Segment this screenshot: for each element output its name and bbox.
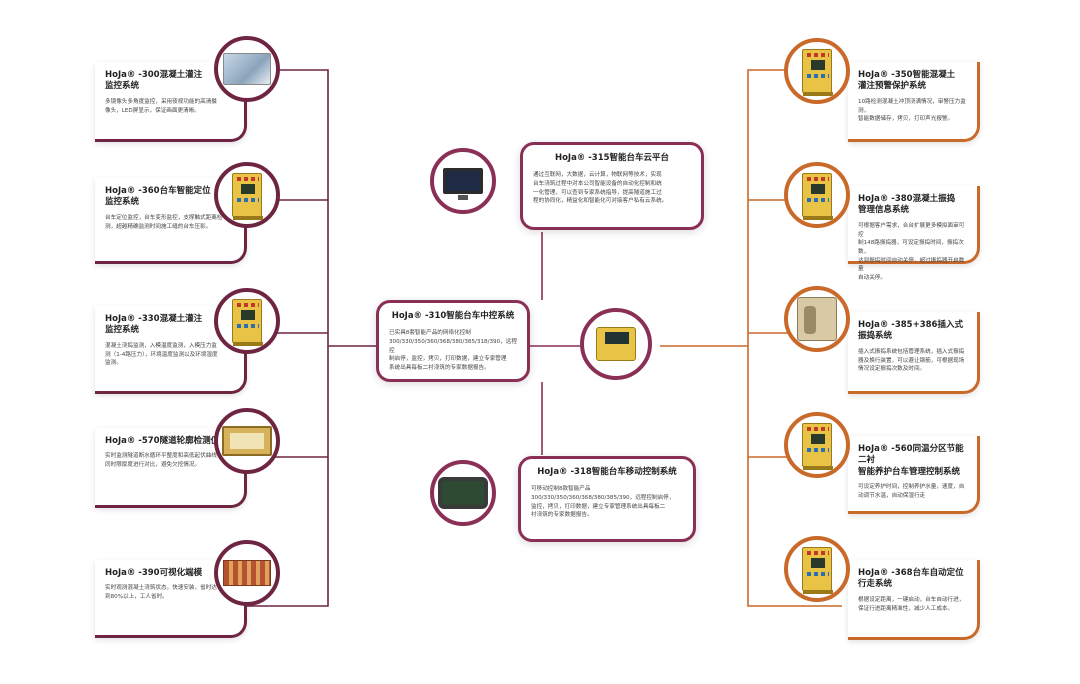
card-desc: 已实具8套智能产品的网络化控制 300/330/350/360/368/380/… — [389, 330, 517, 372]
left-card-3: HoJa® -330混凝土灌注 监控系统 混凝土浇捣监测，入模温度监测，入模压力… — [95, 306, 247, 394]
yellow-cabinet-icon — [784, 38, 850, 104]
control-console-icon — [580, 308, 652, 380]
card-desc: 实时观测混凝土浇筑状态，快速安装，省时达 到80%以上，工人省时。 — [105, 585, 217, 601]
card-title: HoJa® -310智能台车中控系统 — [391, 311, 515, 321]
card-desc: 可设定养护时间，控制养护水量，速度，自 动调节水温，自动保湿行走 — [858, 484, 965, 500]
card-title: HoJa® -315智能台车云平台 — [554, 153, 670, 163]
card-title: HoJa® -350智能混凝土 灌注预警保护系统 — [858, 70, 956, 92]
card-title: HoJa® -390可视化端模 — [105, 568, 203, 578]
card-desc: 混凝土浇捣监测，入模温度监测，入模压力监 测（1-4路压力），环境温度监测以及环… — [105, 342, 218, 367]
card-title: HoJa® -330混凝土灌注 监控系统 — [105, 314, 203, 336]
right-card-3: HoJa® -385+386插入式 振捣系统 插入式振捣系统包括管理系统，插入式… — [848, 312, 980, 394]
formwork-model-icon — [214, 540, 280, 606]
card-desc: 多镜像头多角度监控，采用夜视功能的高清摄 像头，LED屏显示，保证画面更清晰。 — [105, 98, 217, 114]
camera-photo-icon — [214, 36, 280, 102]
card-desc: 通过互联网，大数据，云计算，物联网等技术，实现 台车浇筑过程中对本公司智能设备的… — [533, 172, 668, 205]
card-title: HoJa® -360台车智能定位 监控系统 — [105, 186, 211, 208]
yellow-cabinet-icon — [784, 412, 850, 478]
mobile-control-card: HoJa® -318智能台车移动控制系统 可移动控制8款智能产品 300/330… — [518, 456, 696, 542]
cloud-platform-card: HoJa® -315智能台车云平台 通过互联网，大数据，云计算，物联网等技术，实… — [520, 142, 704, 230]
central-control-card: HoJa® -310智能台车中控系统 已实具8套智能产品的网络化控制 300/3… — [376, 300, 530, 382]
card-desc: 根据设定距离，一键启动，台车自动行进， 保证行进距离精准性，减少人工成本。 — [858, 596, 965, 612]
yellow-cabinet-icon — [214, 162, 280, 228]
yellow-cabinet-icon — [784, 162, 850, 228]
right-card-5: HoJa® -368台车自动定位 行走系统 根据设定距离，一键启动，台车自动行进… — [848, 560, 980, 640]
right-card-4: HoJa® -560同温分区节能二衬 智能养护台车管理控制系统 可设定养护时间，… — [848, 436, 980, 514]
card-title: HoJa® -318智能台车移动控制系统 — [537, 467, 677, 477]
card-title: HoJa® -570隧道轮廓检测仪 — [105, 436, 220, 446]
left-card-1: HoJa® -300混凝土灌注 监控系统 多镜像头多角度监控，采用夜视功能的高清… — [95, 62, 247, 142]
card-title: HoJa® -560同温分区节能二衬 智能养护台车管理控制系统 — [858, 444, 964, 477]
card-desc: 10路检测混凝土冲顶浇满情况，审警压力监测， 智能数据储存，拷贝，打印声光报警。 — [858, 98, 966, 123]
right-card-1: HoJa® -350智能混凝土 灌注预警保护系统 10路检测混凝土冲顶浇满情况，… — [848, 62, 980, 142]
card-desc: 可根据客户需求，合台扩展更多模拟面审可控 制148路振捣器，可设定振捣时间，振捣… — [858, 222, 965, 281]
vibrator-unit-icon — [784, 286, 850, 352]
yellow-cabinet-icon — [214, 288, 280, 354]
card-desc: 实时监测隧道断水循环平整度和高低起伏曲线， 同时限厚度进行对比，避免欠挖情况。 — [105, 453, 223, 469]
card-desc: 插入式振捣系统包括管理系统，插入式振捣 器及换行装置，可以避让钢筋，可根据现场 … — [858, 348, 965, 373]
yellow-cabinet-icon — [784, 536, 850, 602]
tablet-controller-icon — [430, 460, 496, 526]
profile-scanner-icon — [214, 408, 280, 474]
card-desc: 可移动控制8款智能产品 300/330/350/360/368/380/385/… — [531, 486, 675, 519]
right-card-2: HoJa® -380混凝土振捣 管理信息系统 可根据客户需求，合台扩展更多模拟面… — [848, 186, 980, 281]
card-title: HoJa® -368台车自动定位 行走系统 — [858, 568, 964, 590]
card-desc: 台车定位监控，台车变形监控，支撑触式距离检 测，超越精确监测时间施工缝的台车压影… — [105, 214, 223, 230]
card-title: HoJa® -300混凝土灌注 监控系统 — [105, 70, 203, 92]
card-title: HoJa® -380混凝土振捣 管理信息系统 — [858, 194, 956, 216]
card-title: HoJa® -385+386插入式 振捣系统 — [858, 320, 963, 342]
computer-devices-icon — [430, 148, 496, 214]
